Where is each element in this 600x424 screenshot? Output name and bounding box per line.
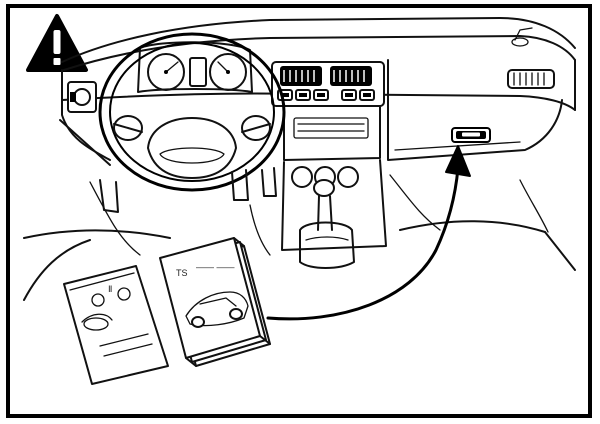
figure-frame — [6, 4, 592, 418]
right-vent-slats — [513, 72, 545, 86]
manual-left-mark: Ⅱ — [108, 284, 112, 294]
manual-car-sketch — [185, 291, 249, 328]
manual-right-logo: TS — [176, 268, 188, 278]
left-dash-controls — [59, 69, 111, 166]
seats-outline — [23, 174, 576, 301]
instrument-cluster — [137, 41, 253, 93]
manual-right-text: —— —— — [196, 262, 235, 272]
owner-manual-right: TS —— —— — [159, 237, 271, 367]
warning-triangle-icon — [26, 14, 88, 72]
stow-arrow — [266, 145, 471, 321]
gear-shift — [299, 179, 355, 269]
owner-manual-left: Ⅱ — [63, 265, 169, 385]
center-console — [271, 61, 387, 269]
console-switch-row — [277, 89, 375, 101]
steering-wheel — [98, 32, 286, 192]
dashboard-body — [61, 17, 576, 161]
glovebox-handle — [451, 127, 491, 143]
pedals — [89, 167, 277, 256]
